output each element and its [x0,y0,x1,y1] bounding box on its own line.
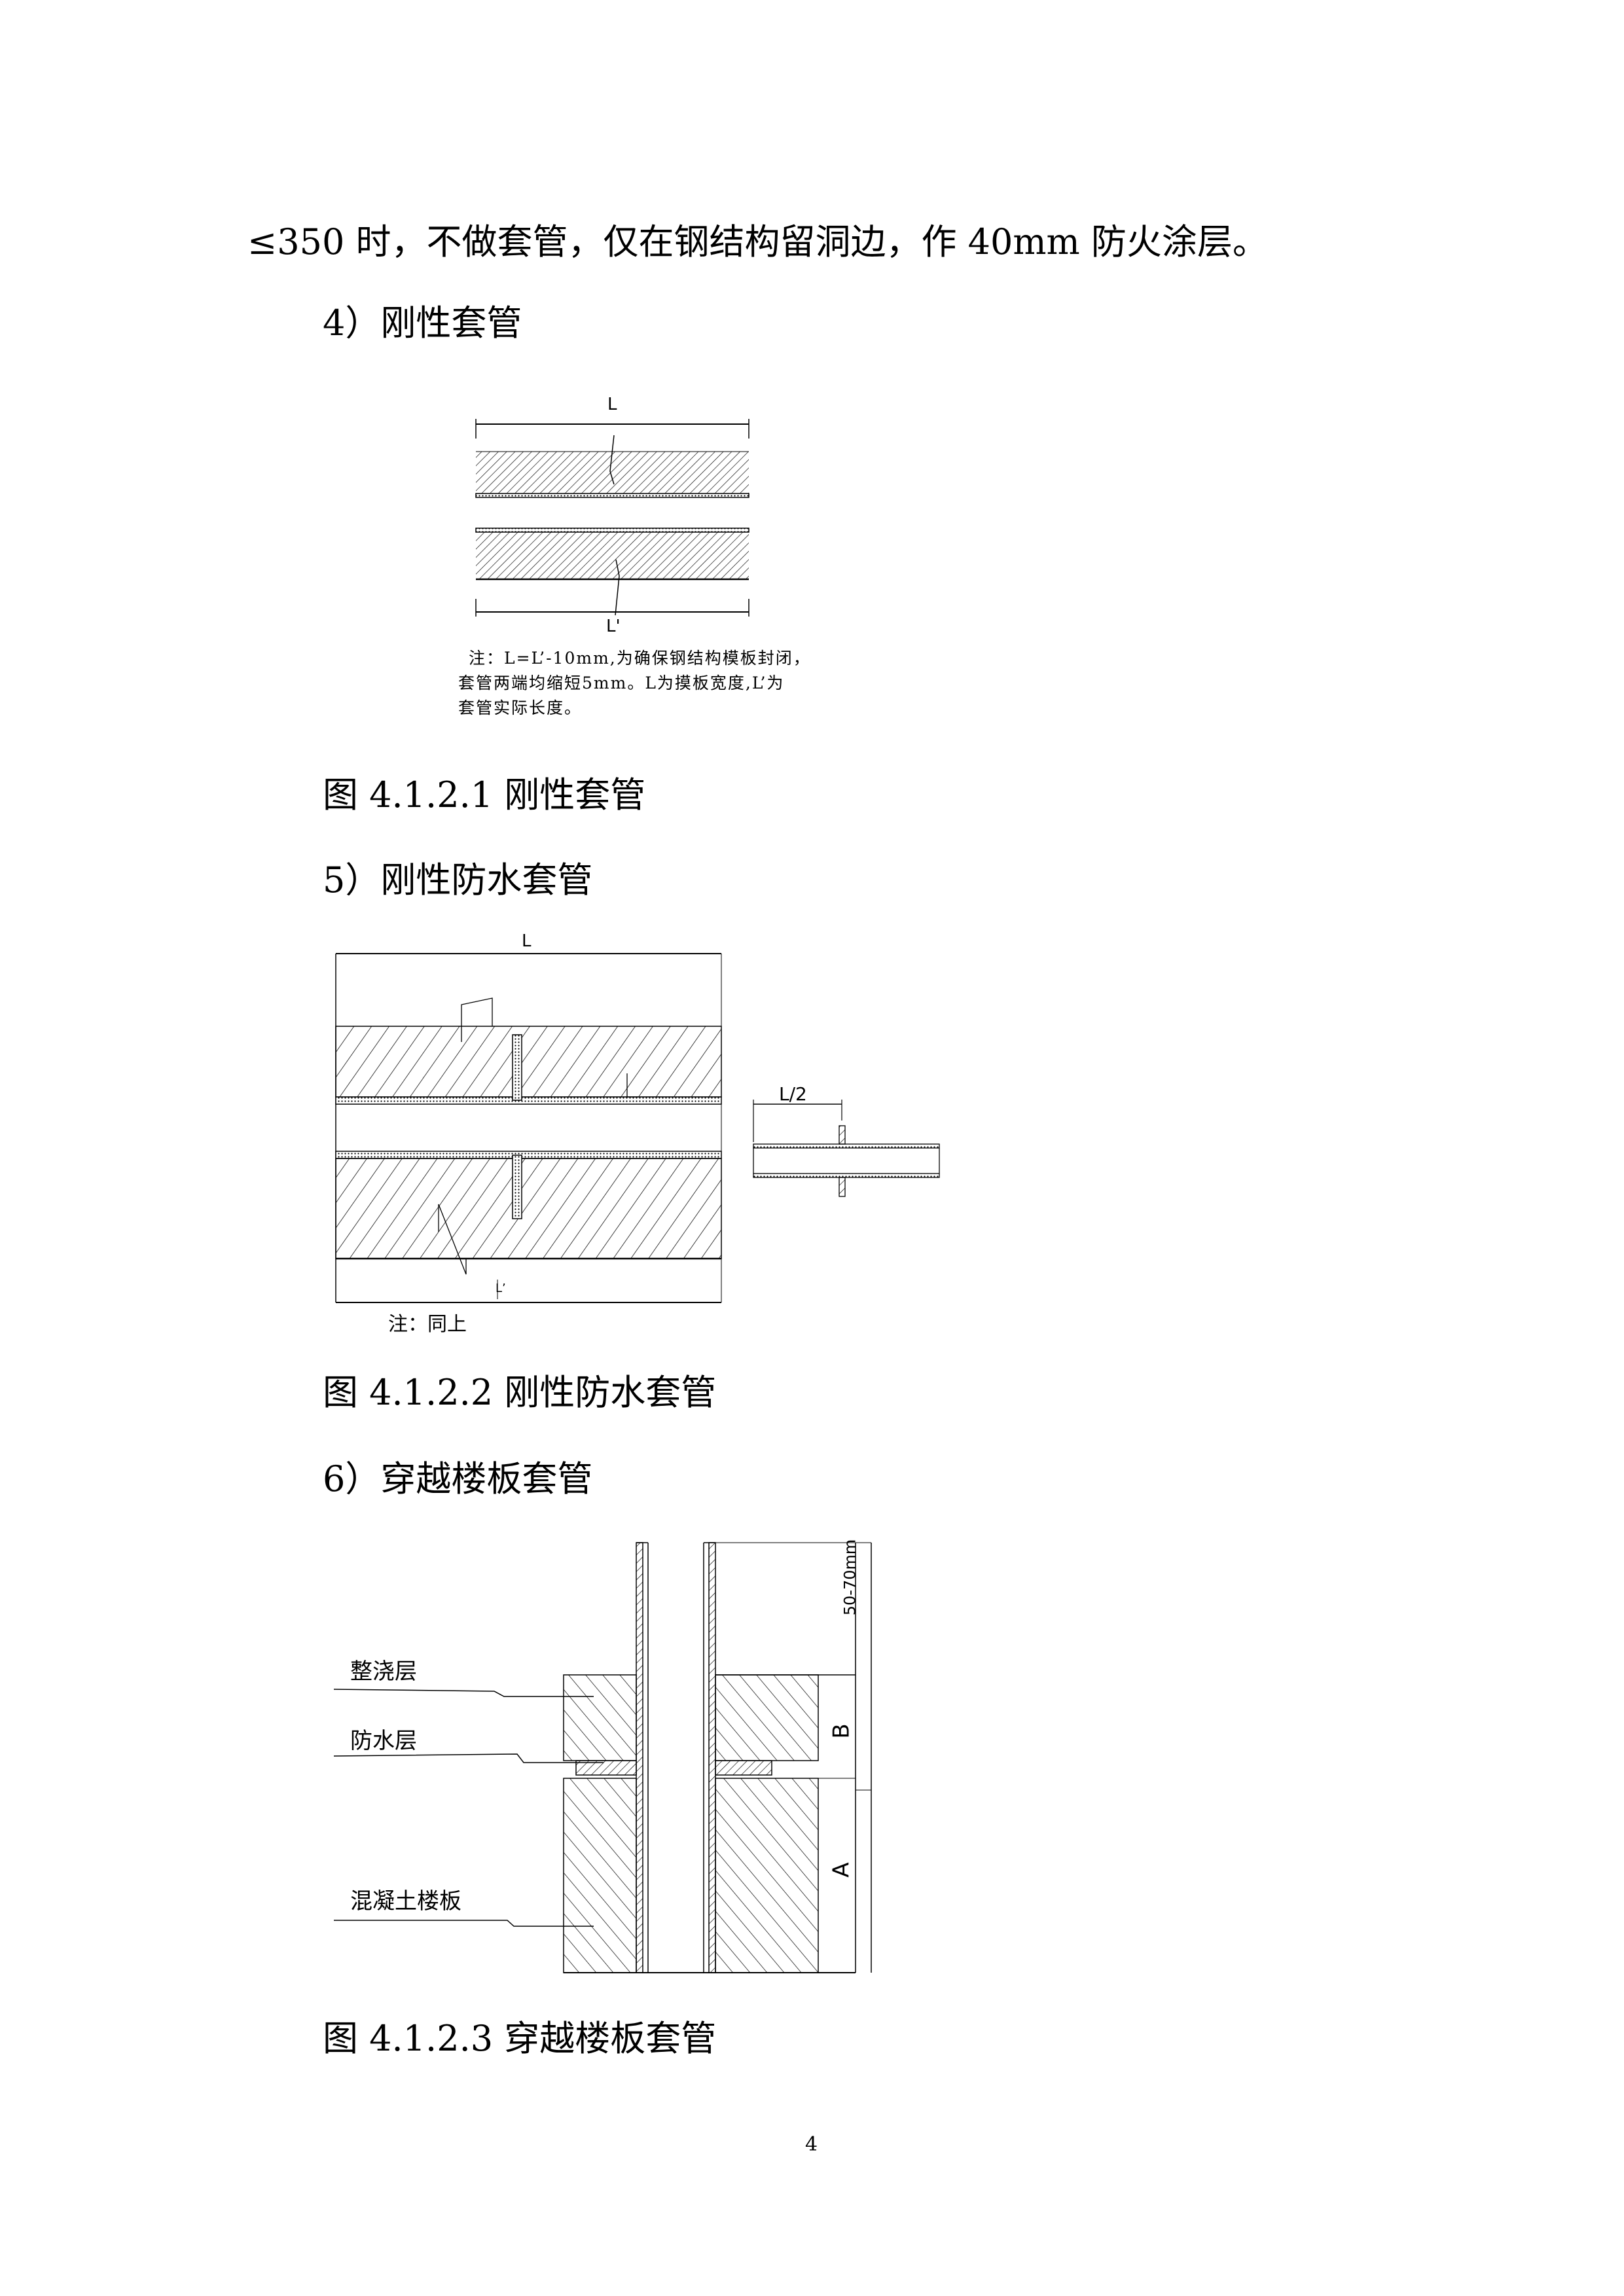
figure3-drawing [333,1542,872,1973]
fig2-detail-dim-half-l: L/2 [779,1083,807,1105]
fig2-dim-l-prime: L’ [496,1282,506,1295]
figure1-drawing [475,419,749,617]
page-number: 4 [805,2133,818,2156]
fig1-note-line1: 注：L=L’-10mm,为确保钢结构模板封闭， [469,649,811,668]
label-concrete-floor-slab: 混凝土楼板 [350,1888,461,1914]
figure2-drawing [335,953,722,1303]
figure3-caption: 图 4.1.2.3 穿越楼板套管 [323,2018,717,2059]
label-screed-layer: 整浇层 [350,1659,417,1685]
fig1-note-line2: 套管两端均缩短5mm。L为摸板宽度,L’为 [458,673,785,692]
fig2-note: 注：同上 [388,1313,467,1336]
fig1-note-line3: 套管实际长度。 [458,698,583,717]
dim-b: B [828,1723,855,1739]
figure2-detail-drawing [753,1100,940,1197]
paragraph-text: ≤350 时，不做套管，仅在钢结构留洞边，作 40mm 防火涂层。 [247,221,1268,262]
section-heading-rigid-waterproof-sleeve: 5）刚性防水套管 [323,859,593,901]
fig2-dim-l: L [522,931,532,951]
figure1-caption: 图 4.1.2.1 刚性套管 [323,774,646,816]
dim-50-70mm: 50-70mm [840,1539,859,1616]
fig1-dim-l: L [607,395,617,414]
fig1-dim-l-prime: L' [606,617,621,636]
dim-a: A [828,1862,855,1878]
section-heading-rigid-sleeve: 4）刚性套管 [323,302,522,344]
figure2-caption: 图 4.1.2.2 刚性防水套管 [323,1372,717,1413]
label-waterproof-layer: 防水层 [350,1728,417,1754]
section-heading-floor-sleeve: 6）穿越楼板套管 [323,1458,593,1499]
